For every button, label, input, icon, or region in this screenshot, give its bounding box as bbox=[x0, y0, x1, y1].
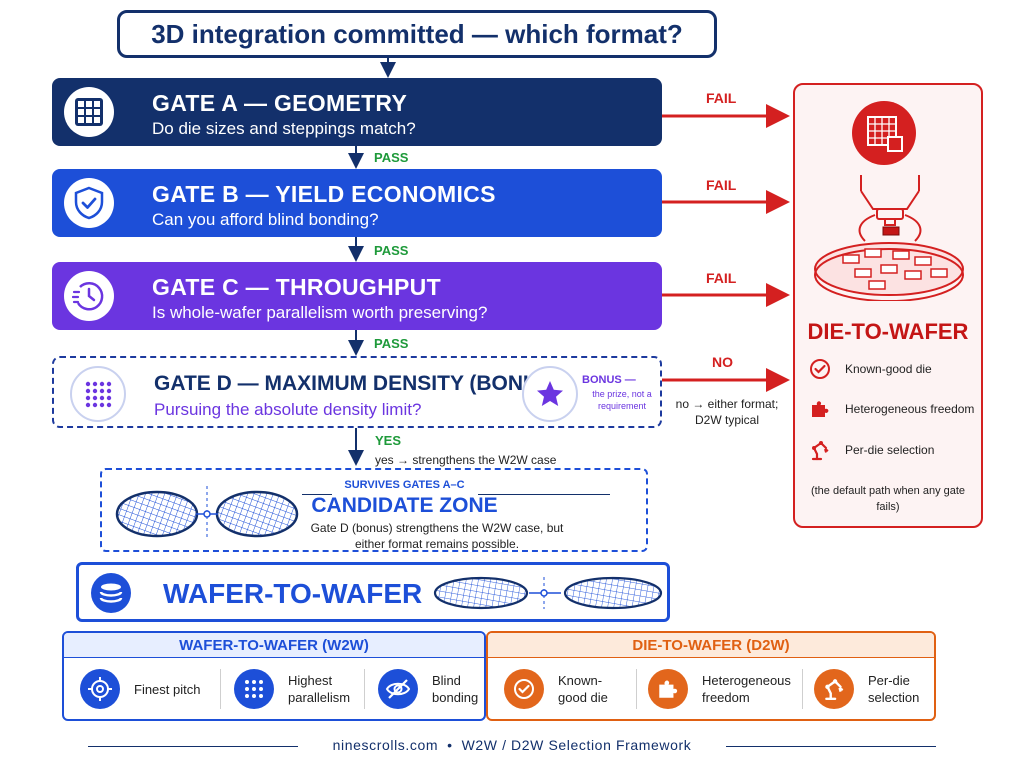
d2w-panel-item-per-die: Per-die selection bbox=[809, 439, 934, 461]
robot-arm-icon bbox=[814, 669, 854, 709]
comparison-w2w-item-parallelism: Highest parallelism bbox=[234, 663, 352, 715]
bonus-title: BONUS — bbox=[582, 374, 636, 386]
dot-grid-icon bbox=[70, 366, 126, 422]
comparison-divider bbox=[364, 669, 365, 709]
comparison-item-label: Highest parallelism bbox=[288, 673, 351, 705]
gate-b-box: GATE B — YIELD ECONOMICS Can you afford … bbox=[52, 169, 662, 237]
shield-check-icon bbox=[64, 178, 114, 228]
gate-d-title: GATE D — MAXIMUM DENSITY (BONUS) bbox=[154, 372, 560, 395]
candidate-zone-box: SURVIVES GATES A–C CANDIDATE ZONE Gate D… bbox=[100, 468, 648, 552]
comparison-divider bbox=[802, 669, 803, 709]
comparison-w2w-item-pitch: Finest pitch bbox=[80, 663, 200, 715]
d2w-panel-title: DIE-TO-WAFER bbox=[807, 319, 969, 344]
fail-label-b: FAIL bbox=[706, 177, 737, 193]
wafer-pair-flat-icon bbox=[433, 576, 663, 610]
d2w-panel-item-label: Heterogeneous freedom bbox=[845, 402, 975, 416]
star-icon bbox=[522, 366, 578, 422]
bonus-note: the prize, not a requirement bbox=[592, 389, 652, 411]
comparison-item-label: Heterogeneous freedom bbox=[702, 673, 791, 705]
comparison-table: WAFER-TO-WAFER (W2W) Finest pitch Highes… bbox=[62, 631, 936, 721]
candidate-text: Gate D (bonus) strengthens the W2W case,… bbox=[310, 521, 564, 551]
die-grid-icon bbox=[852, 101, 916, 165]
gate-b-title: GATE B — YIELD ECONOMICS bbox=[152, 181, 496, 207]
d2w-panel-item-heterogeneous: Heterogeneous freedom bbox=[809, 398, 974, 420]
comparison-d2w-item-per-die: Per-die selection bbox=[814, 663, 924, 715]
eye-off-icon bbox=[378, 669, 418, 709]
question-box: 3D integration committed — which format? bbox=[117, 10, 717, 58]
wafer-stack-icon bbox=[91, 573, 131, 613]
dot-grid-icon bbox=[234, 669, 274, 709]
gate-b-subtitle: Can you afford blind bonding? bbox=[152, 210, 379, 229]
footer: ninescrolls.com • W2W / D2W Selection Fr… bbox=[0, 735, 1024, 757]
no-label: NO bbox=[712, 354, 733, 370]
comparison-divider bbox=[636, 669, 637, 709]
comparison-item-label: Blind bonding bbox=[432, 673, 479, 705]
comparison-d2w-item-heterogeneous: Heterogeneous freedom bbox=[648, 663, 798, 715]
clock-icon bbox=[64, 271, 114, 321]
candidate-title: CANDIDATE ZONE bbox=[311, 494, 498, 517]
kicker-rule-right bbox=[478, 494, 610, 495]
kicker-rule-left bbox=[302, 494, 332, 495]
comparison-w2w-column: WAFER-TO-WAFER (W2W) Finest pitch Highes… bbox=[62, 631, 486, 721]
footer-text: ninescrolls.com • W2W / D2W Selection Fr… bbox=[332, 737, 692, 753]
check-circle-icon bbox=[809, 358, 831, 380]
yes-label: YES bbox=[375, 433, 402, 448]
comparison-d2w-column: DIE-TO-WAFER (D2W) Known-good die Hetero… bbox=[486, 631, 936, 721]
comparison-item-label: Per-die selection bbox=[868, 673, 920, 705]
fail-label-a: FAIL bbox=[706, 90, 737, 106]
puzzle-icon bbox=[648, 669, 688, 709]
no-note: no → either format; D2W typical bbox=[675, 397, 779, 427]
comparison-item-label: Finest pitch bbox=[134, 681, 201, 697]
d2w-panel-item-label: Known-good die bbox=[845, 362, 932, 376]
gate-d-subtitle: Pursuing the absolute density limit? bbox=[154, 400, 422, 419]
d2w-panel-item-known-good-die: Known-good die bbox=[809, 358, 932, 380]
comparison-divider bbox=[220, 669, 221, 709]
gate-a-title: GATE A — GEOMETRY bbox=[152, 90, 408, 116]
check-circle-icon bbox=[504, 669, 544, 709]
pick-place-wafer-illustration bbox=[814, 175, 964, 301]
pass-label-b: PASS bbox=[374, 243, 409, 258]
gate-a-subtitle: Do die sizes and steppings match? bbox=[152, 119, 416, 138]
wafer-pair-icon bbox=[115, 486, 299, 540]
footer-rule-right bbox=[726, 746, 936, 747]
crosshair-icon bbox=[80, 669, 120, 709]
gate-a-box: GATE A — GEOMETRY Do die sizes and stepp… bbox=[52, 78, 662, 146]
d2w-panel-item-label: Per-die selection bbox=[845, 443, 935, 457]
candidate-kicker: SURVIVES GATES A–C bbox=[344, 479, 465, 491]
comparison-w2w-item-blind: Blind bonding bbox=[378, 663, 478, 715]
comparison-item-label: Known-good die bbox=[558, 673, 608, 705]
pass-label-c: PASS bbox=[374, 336, 409, 351]
pass-label-a: PASS bbox=[374, 150, 409, 165]
d2w-panel-note: (the default path when any gate fails) bbox=[810, 485, 966, 513]
question-text: 3D integration committed — which format? bbox=[151, 18, 683, 49]
puzzle-icon bbox=[809, 398, 831, 420]
d2w-panel: DIE-TO-WAFER Known-good die Heterogeneou… bbox=[793, 83, 983, 528]
gate-c-title: GATE C — THROUGHPUT bbox=[152, 274, 441, 300]
grid-icon bbox=[64, 87, 114, 137]
gate-c-box: GATE C — THROUGHPUT Is whole-wafer paral… bbox=[52, 262, 662, 330]
comparison-d2w-item-kgd: Known-good die bbox=[504, 663, 624, 715]
w2w-result-title: WAFER-TO-WAFER bbox=[163, 578, 423, 609]
footer-rule-left bbox=[88, 746, 298, 747]
comparison-w2w-header: WAFER-TO-WAFER (W2W) bbox=[64, 633, 484, 658]
robot-arm-icon bbox=[809, 439, 831, 461]
comparison-d2w-header: DIE-TO-WAFER (D2W) bbox=[488, 633, 934, 658]
fail-label-c: FAIL bbox=[706, 270, 737, 286]
yes-note: yes → strengthens the W2W case bbox=[375, 453, 557, 467]
w2w-result-box: WAFER-TO-WAFER bbox=[76, 562, 670, 622]
gate-d-box: GATE D — MAXIMUM DENSITY (BONUS) Pursuin… bbox=[52, 356, 662, 428]
gate-c-subtitle: Is whole-wafer parallelism worth preserv… bbox=[152, 303, 488, 322]
